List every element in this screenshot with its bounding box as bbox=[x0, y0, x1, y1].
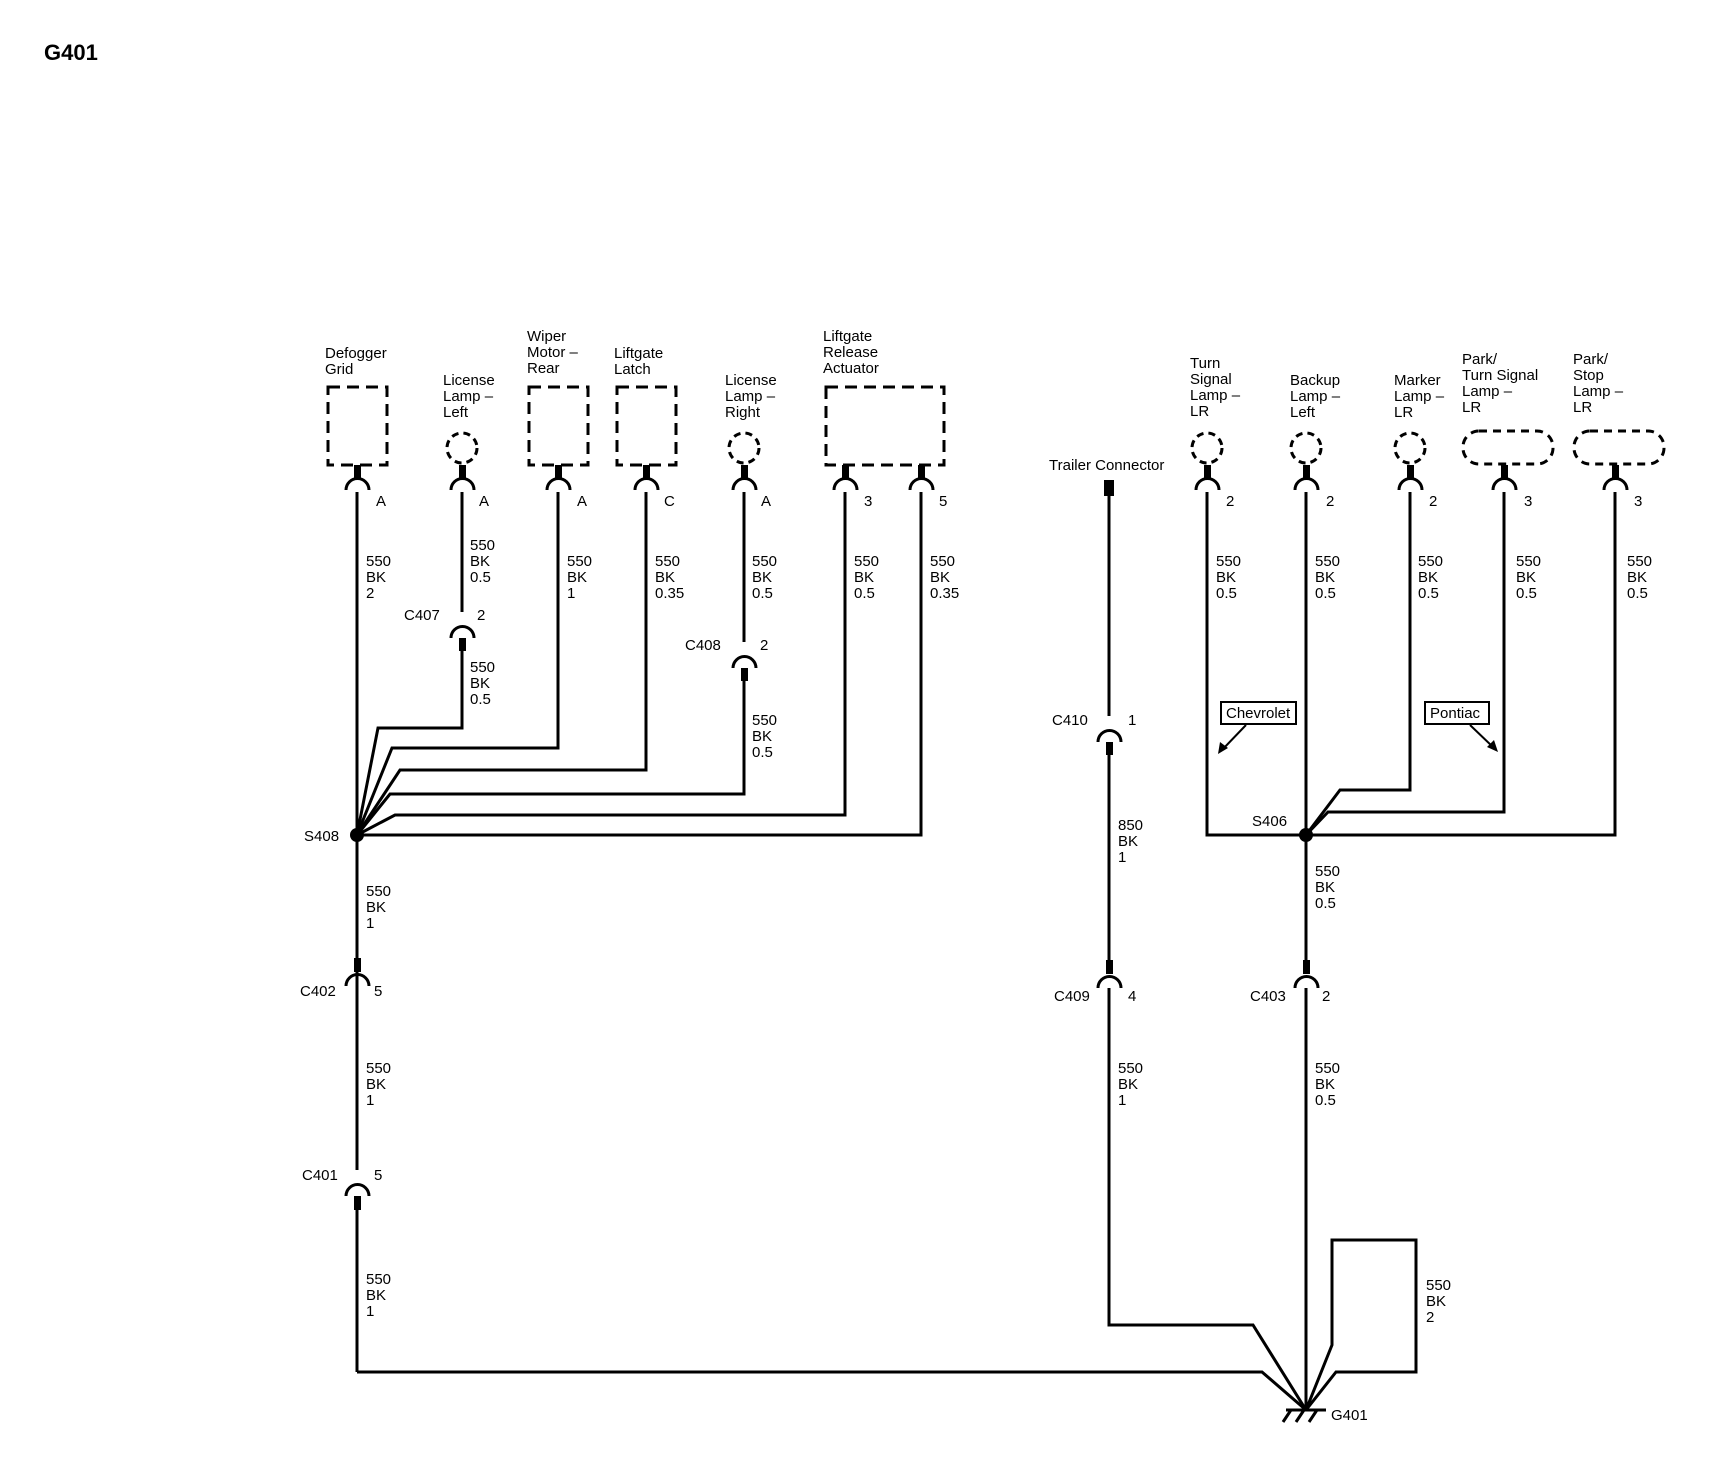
park-stop-lamp-lr-bulb bbox=[1572, 429, 1666, 466]
callout-pontiac-arrowhead bbox=[1487, 740, 1498, 752]
pin-license-left: A bbox=[479, 493, 489, 510]
connector-c403-pin: 2 bbox=[1322, 988, 1330, 1005]
pin-park-turn: 3 bbox=[1524, 493, 1532, 510]
wiper-motor-rear-box bbox=[527, 385, 590, 467]
connector-c403-label: C403 bbox=[1250, 988, 1286, 1005]
pin-backup: 2 bbox=[1326, 493, 1334, 510]
splice-s408-label: S408 bbox=[304, 828, 339, 845]
pin-actuator-5: 5 bbox=[939, 493, 947, 510]
turn-signal-lamp-lr-bulb bbox=[1190, 431, 1224, 465]
pin-liftgate-latch: C bbox=[664, 493, 675, 510]
pin-turn-signal: 2 bbox=[1226, 493, 1234, 510]
pin-marker: 2 bbox=[1429, 493, 1437, 510]
park-turn-signal-lamp-lr-bulb bbox=[1461, 429, 1555, 466]
pin-wiper: A bbox=[577, 493, 587, 510]
callout-chevrolet-arrowhead bbox=[1218, 742, 1228, 754]
connector-c401-pin: 5 bbox=[374, 1167, 382, 1184]
connector-c402-label: C402 bbox=[300, 983, 336, 1000]
page-title: G401 bbox=[44, 40, 98, 65]
callout-chevrolet: Chevrolet bbox=[1226, 705, 1291, 722]
connector-c402-pin: 5 bbox=[374, 983, 382, 1000]
connector-c408-pin: 2 bbox=[760, 637, 768, 654]
liftgate-latch-box bbox=[615, 385, 678, 467]
connector-c408-label: C408 bbox=[685, 637, 721, 654]
connector-c409-pin: 4 bbox=[1128, 988, 1136, 1005]
defogger-grid-box bbox=[326, 385, 389, 467]
left-harness-wires bbox=[355, 492, 1307, 1412]
license-lamp-right-bulb bbox=[727, 431, 761, 465]
backup-lamp-left-bulb bbox=[1289, 431, 1323, 465]
callout-pontiac-box bbox=[1424, 701, 1490, 725]
callout-chevrolet-arrow bbox=[1221, 724, 1247, 751]
left-inline-connectors bbox=[344, 625, 758, 1210]
connector-c407-pin: 2 bbox=[477, 607, 485, 624]
callout-chevrolet-box bbox=[1220, 701, 1297, 725]
ground-symbol-icon bbox=[1281, 1408, 1326, 1423]
terminals bbox=[344, 465, 1629, 496]
pin-license-right: A bbox=[761, 493, 771, 510]
marker-lamp-lr-bulb bbox=[1393, 431, 1427, 465]
splice-s406-label: S406 bbox=[1252, 813, 1287, 830]
license-lamp-left-bulb bbox=[445, 431, 479, 465]
splice-s408 bbox=[350, 828, 364, 842]
splice-s406 bbox=[1299, 828, 1313, 842]
liftgate-release-actuator-box bbox=[824, 385, 946, 467]
connector-c410-pin: 1 bbox=[1128, 712, 1136, 729]
ground-label: G401 bbox=[1331, 1407, 1368, 1424]
connector-c410-label: C410 bbox=[1052, 712, 1088, 729]
right-inline-connectors bbox=[1096, 729, 1320, 989]
connector-c407-label: C407 bbox=[404, 607, 440, 624]
right-harness-wires bbox=[1107, 492, 1617, 1411]
connector-c401-label: C401 bbox=[302, 1167, 338, 1184]
pin-defogger: A bbox=[376, 493, 386, 510]
callout-pontiac: Pontiac bbox=[1430, 705, 1481, 722]
pin-actuator-3: 3 bbox=[864, 493, 872, 510]
pin-park-stop: 3 bbox=[1634, 493, 1642, 510]
label-trailer-connector: Trailer Connector bbox=[1049, 457, 1164, 474]
connector-c409-label: C409 bbox=[1054, 988, 1090, 1005]
